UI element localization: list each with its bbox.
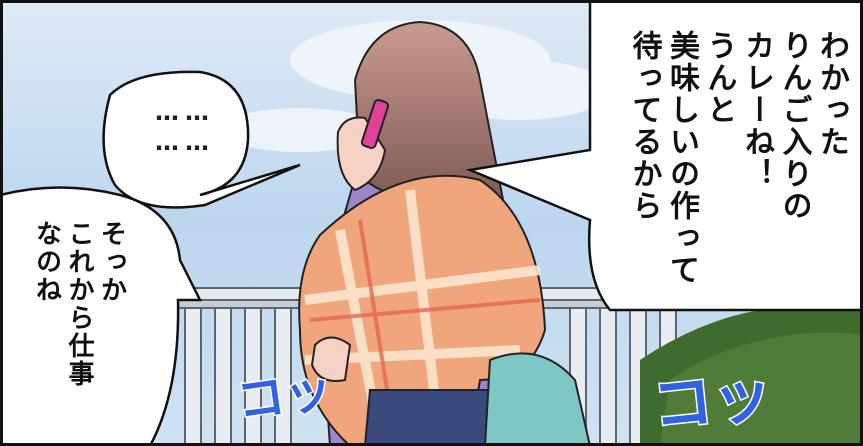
speech-text-left-top: …… …… [153, 98, 211, 158]
woman-figure [298, 20, 592, 446]
speech-bubble-left-bottom [0, 186, 203, 446]
sound-effect-left: コッ [232, 360, 338, 432]
speech-bubble-right [465, 0, 863, 312]
speech-bubble-left-top [102, 70, 301, 209]
sound-effect-right: コッ [648, 358, 778, 443]
speech-text-left-bottom: そっか これから仕事 なのね [31, 220, 127, 388]
speech-text-right: わかった りんご入りの カレーね！ うんと 美味しいの作って 待ってるから [626, 30, 850, 286]
